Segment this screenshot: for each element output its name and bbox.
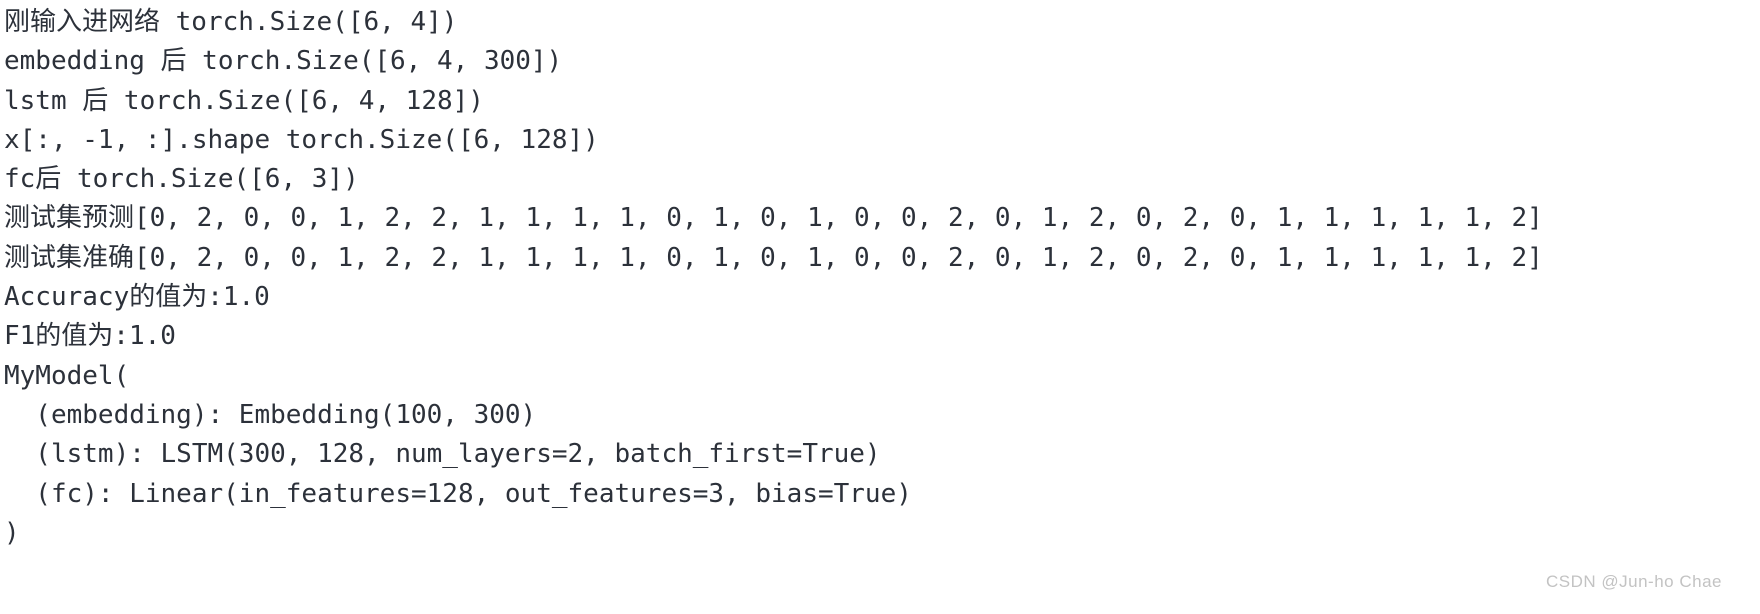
console-line: MyModel( <box>4 360 130 391</box>
console-line: (lstm): LSTM(300, 128, num_layers=2, bat… <box>4 439 881 470</box>
console-output: 刚输入进网络 torch.Size([6, 4]) embedding 后 tor… <box>4 3 1760 553</box>
console-line: ) <box>4 517 20 548</box>
console-line: embedding 后 torch.Size([6, 4, 300]) <box>4 46 563 77</box>
console-line: F1的值为:1.0 <box>4 321 176 352</box>
console-line: 测试集预测[0, 2, 0, 0, 1, 2, 2, 1, 1, 1, 1, 0… <box>4 203 1543 234</box>
console-line: Accuracy的值为:1.0 <box>4 282 270 313</box>
console-line: (fc): Linear(in_features=128, out_featur… <box>4 478 912 509</box>
console-line: 刚输入进网络 torch.Size([6, 4]) <box>4 7 458 37</box>
csdn-watermark: CSDN @Jun-ho Chae <box>1546 572 1722 591</box>
console-line: lstm 后 torch.Size([6, 4, 128]) <box>4 85 484 116</box>
console-line: 测试集准确[0, 2, 0, 0, 1, 2, 2, 1, 1, 1, 1, 0… <box>4 242 1543 273</box>
console-line: x[:, -1, :].shape torch.Size([6, 128]) <box>4 124 599 155</box>
console-line: fc后 torch.Size([6, 3]) <box>4 164 359 195</box>
console-line: (embedding): Embedding(100, 300) <box>4 399 537 430</box>
